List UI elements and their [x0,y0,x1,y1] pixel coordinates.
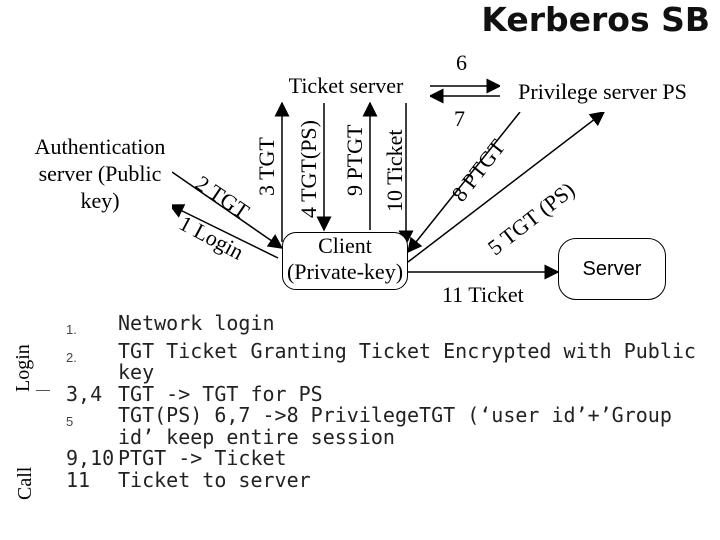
step-number: 9,10 [66,446,115,470]
privilege-server-node: Privilege server PS [500,72,705,112]
client-node: Client (Private-key) [282,232,408,290]
step-number: 1. [66,322,77,337]
step-number: 11 [66,467,91,492]
arrow-4-label: 4 TGT(PS) [296,120,321,218]
arrow-9-label: 9 PTGT [342,124,367,197]
step-text: TGT(PS) 6,7 ->8 PrivilegeTGT (‘user id’+… [118,403,672,449]
arrow-1-login [168,204,279,259]
step-text: TGT -> TGT for PS [118,381,323,406]
list-item: 3,4 TGT -> TGT for PS [66,381,706,406]
arrow-5-tgtps [407,111,606,263]
step-text: Network login [118,311,275,335]
arrow-7-label: 7 [454,106,465,131]
list-item: 1. Network login [66,311,706,341]
ticket-server-node: Ticket server [262,72,430,102]
step-text: PTGT -> Ticket [118,446,287,470]
step-text: TGT Ticket Granting Ticket Encrypted wit… [118,338,696,384]
arrow-3-label: 3 TGT [254,137,279,196]
list-item: 5 TGT(PS) 6,7 ->8 PrivilegeTGT (‘user id… [66,403,706,449]
arrow-11-label: 11 Ticket [442,282,524,307]
arrow-10-label: 10 Ticket [382,129,407,212]
call-side-label: Call [14,466,36,500]
page-title: Kerberos SB [481,0,710,39]
step-text: Ticket to server [118,467,311,492]
side-divider [36,390,50,391]
login-side-label: Login [12,344,34,392]
server-node: Server [558,238,666,300]
arrow-2-tgt [171,171,284,249]
arrow-8-ptgt [407,111,521,254]
list-item: 11 Ticket to server [66,467,706,492]
authentication-server-node: Authentication server (Public key) [28,133,172,219]
step-number: 2. [66,349,77,365]
list-item: 2. TGT Ticket Granting Ticket Encrypted … [66,338,706,384]
steps-list: 1. Network login 2. TGT Ticket Granting … [66,311,706,492]
arrow-6-label: 6 [456,50,467,75]
list-item: 9,10 PTGT -> Ticket [66,446,706,470]
step-number: 3,4 [66,381,103,406]
step-number: 5 [66,414,74,429]
